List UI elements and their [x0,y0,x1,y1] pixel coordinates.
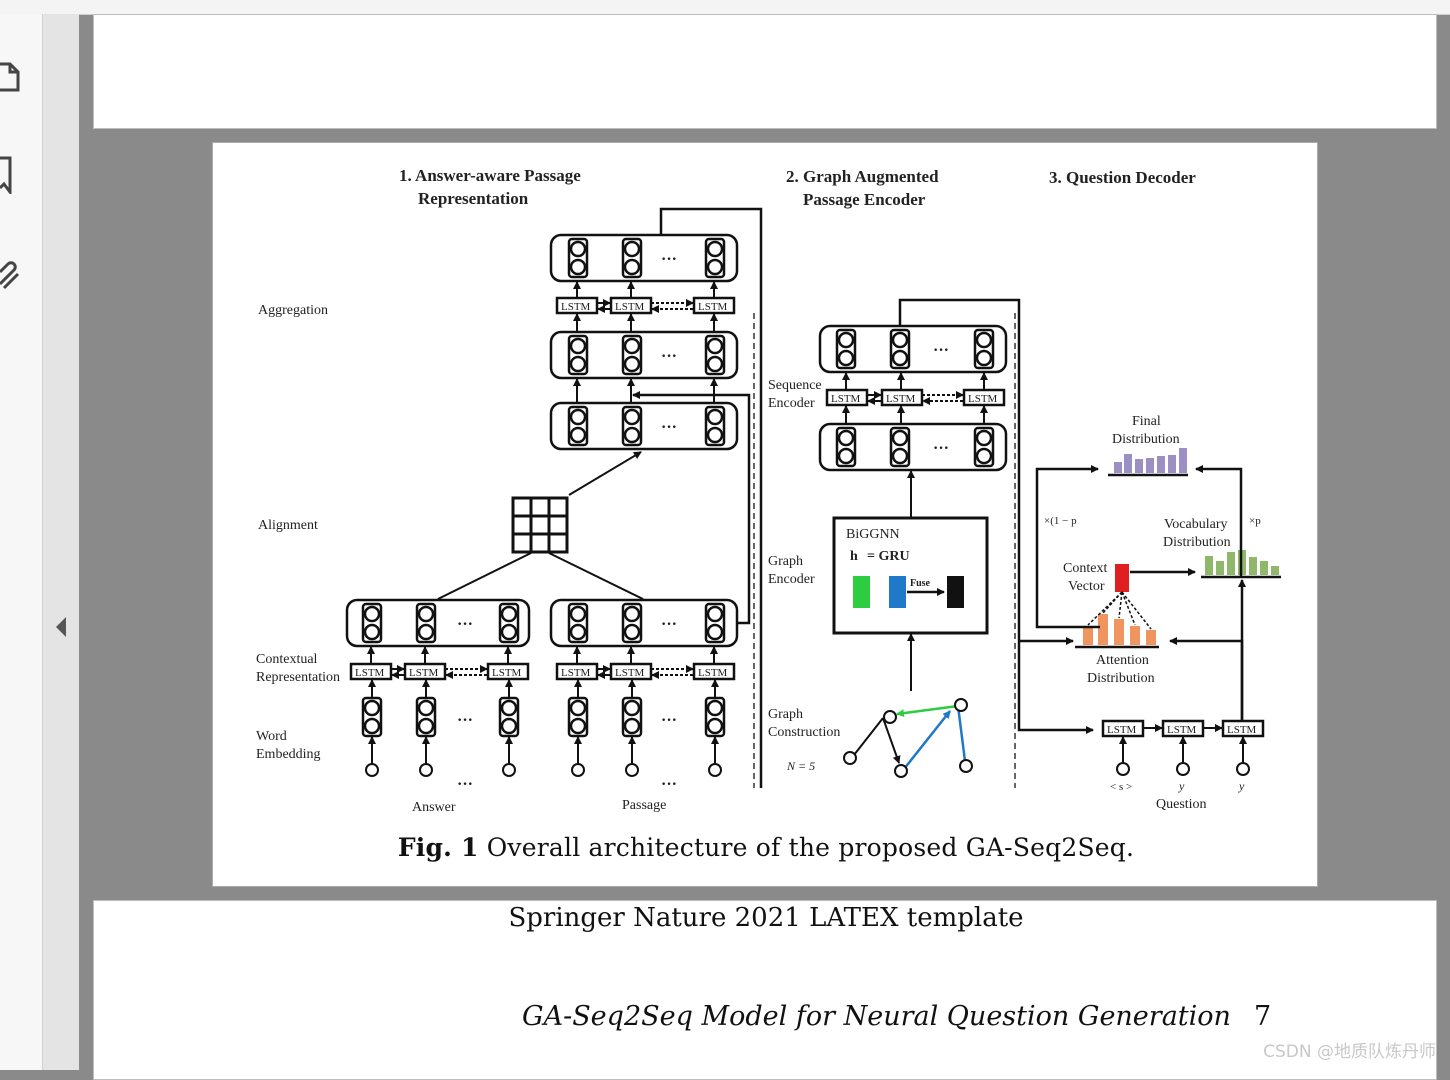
svg-text:···: ··· [661,776,677,793]
running-title: GA-Seq2Seq Model for Neural Question Gen… [522,1001,1231,1032]
pages-icon[interactable] [0,60,24,100]
figure-page: 1. Answer-aware Passage Representation 2… [212,142,1318,887]
next-page: Springer Nature 2021 LATEX template GA-S… [93,900,1437,1080]
sidebar-splitter[interactable] [43,14,79,1070]
svg-text:LSTM: LSTM [698,667,728,679]
previous-page [93,14,1437,129]
word-embedding-label-2: Embedding [256,747,321,762]
sequence-encoder-label: Sequence [768,378,822,393]
graph-encoder-label: Graph [768,554,803,569]
section1-title-2: Representation [418,189,529,208]
svg-text:h: h [850,549,858,564]
svg-text:LSTM: LSTM [886,393,916,405]
svg-text:LSTM: LSTM [968,393,998,405]
triangle-left-icon[interactable] [54,615,68,639]
svg-text:···: ··· [457,712,473,729]
watermark: CSDN @地质队炼丹师 [1263,1042,1436,1062]
blue-block [889,576,906,608]
svg-text:= GRU: = GRU [867,549,910,564]
viewer-sidebar [0,14,43,1070]
svg-text:×p: ×p [1249,515,1261,527]
svg-text:LSTM: LSTM [698,301,728,313]
svg-text:LSTM: LSTM [1227,724,1257,736]
attachment-icon[interactable] [0,254,24,294]
bookmark-icon[interactable] [0,154,24,194]
svg-text:N = 5: N = 5 [786,759,815,773]
section2-title-2: Passage Encoder [803,190,926,209]
svg-text:Distribution: Distribution [1163,535,1231,550]
question-label: Question [1156,797,1207,812]
section1-title: 1. Answer-aware Passage [399,166,581,185]
attention-distribution-bars [1083,614,1156,645]
alignment-label: Alignment [258,518,318,533]
svg-text:LSTM: LSTM [561,301,591,313]
page-number: 7 [1254,1001,1272,1032]
svg-text:y: y [1238,779,1245,793]
svg-text:···: ··· [933,342,949,359]
contextual-label: Contextual [256,652,318,667]
svg-text:Construction: Construction [768,725,840,740]
passage-label: Passage [622,798,666,813]
aggregation-label: Aggregation [258,303,328,318]
svg-text:···: ··· [457,616,473,633]
svg-text:···: ··· [661,419,677,436]
contextual-label-2: Representation [256,670,340,685]
viewer-top-bar [0,0,1450,15]
svg-text:Encoder: Encoder [768,396,815,411]
svg-text:Vector: Vector [1068,579,1105,594]
biggnn-title: BiGGNN [846,527,900,542]
green-block [853,576,870,608]
svg-text:LSTM: LSTM [409,667,439,679]
svg-text:···: ··· [661,348,677,365]
svg-text:···: ··· [661,616,677,633]
svg-text:···: ··· [661,712,677,729]
svg-text:···: ··· [933,440,949,457]
attention-distribution-label: Attention [1096,653,1149,668]
svg-text:Distribution: Distribution [1087,671,1155,686]
figure-caption: Fig. 1 Overall architecture of the propo… [397,833,1135,862]
svg-text:Fuse: Fuse [910,578,931,589]
svg-text:LSTM: LSTM [615,301,645,313]
page-header: Springer Nature 2021 LATEX template [508,903,1024,933]
svg-text:LSTM: LSTM [1107,724,1137,736]
vocabulary-distribution-label: Vocabulary [1164,517,1228,532]
black-block [947,576,964,608]
svg-text:Distribution: Distribution [1112,432,1180,447]
svg-text:LSTM: LSTM [1167,724,1197,736]
svg-text:LSTM: LSTM [492,667,522,679]
section3-title: 3. Question Decoder [1049,168,1196,187]
svg-text:···: ··· [661,251,677,268]
svg-text:LSTM: LSTM [355,667,385,679]
graph-construction-label: Graph [768,707,803,722]
svg-text:×(1 − p: ×(1 − p [1044,515,1077,527]
svg-text:LSTM: LSTM [561,667,591,679]
svg-text:LSTM: LSTM [831,393,861,405]
svg-text:LSTM: LSTM [615,667,645,679]
answer-label: Answer [412,800,456,815]
architecture-diagram: 1. Answer-aware Passage Representation 2… [256,166,1281,815]
word-embedding-label: Word [256,729,287,744]
svg-text:< s >: < s > [1110,781,1132,793]
svg-text:···: ··· [457,776,473,793]
section2-title: 2. Graph Augmented [786,167,939,186]
svg-text:y: y [1178,779,1185,793]
final-distribution-label: Final [1132,414,1161,429]
context-vector-label: Context [1063,561,1107,576]
final-distribution-bars [1114,448,1187,473]
svg-text:Encoder: Encoder [768,572,815,587]
context-vector-block [1115,564,1129,592]
